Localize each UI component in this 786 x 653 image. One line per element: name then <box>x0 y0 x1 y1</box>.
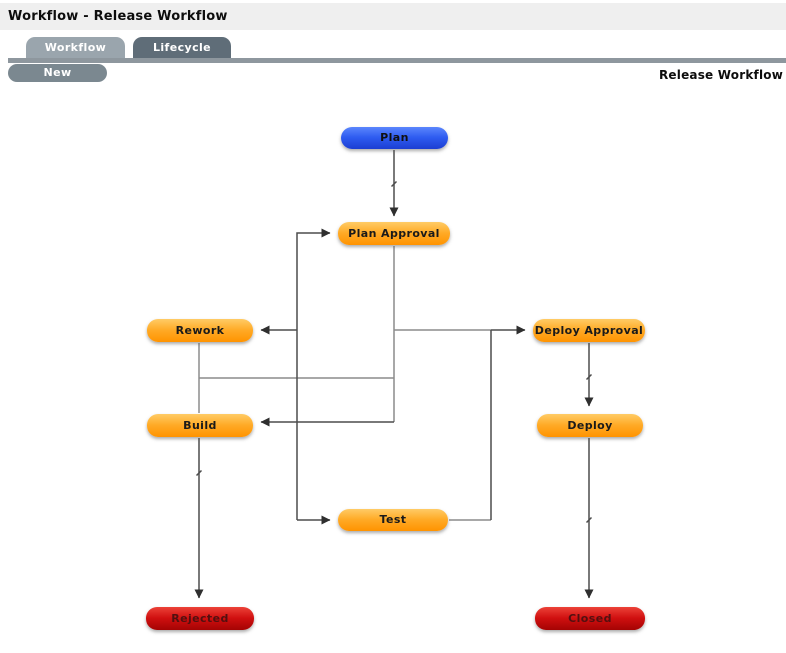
tab-lifecycle[interactable]: Lifecycle <box>133 37 231 58</box>
node-plan-approval[interactable]: Plan Approval <box>338 222 450 245</box>
node-label: Deploy Approval <box>534 323 644 337</box>
tab-workflow[interactable]: Workflow <box>26 37 125 58</box>
new-button[interactable]: New <box>8 64 107 82</box>
tab-divider-bar <box>8 58 786 63</box>
node-deploy[interactable]: Deploy <box>537 414 643 437</box>
page-title: Workflow - Release Workflow <box>8 9 228 24</box>
node-label: Rework <box>175 323 225 337</box>
connector <box>585 516 593 524</box>
node-closed[interactable]: Closed <box>535 607 645 630</box>
connector <box>296 228 331 520</box>
connector-layer <box>194 150 594 599</box>
node-label: Test <box>379 513 407 526</box>
node-plan[interactable]: Plan <box>341 127 448 149</box>
title-bar: Workflow - Release Workflow <box>0 3 786 30</box>
node-rejected[interactable]: Rejected <box>146 607 254 630</box>
node-rework[interactable]: Rework <box>147 319 253 342</box>
node-label: Plan <box>380 131 409 144</box>
node-build[interactable]: Build <box>147 414 253 437</box>
node-label: Rejected <box>171 611 229 625</box>
node-test[interactable]: Test <box>338 509 448 531</box>
node-deploy-approval[interactable]: Deploy Approval <box>533 319 645 342</box>
connector <box>390 180 398 188</box>
node-label: Closed <box>568 611 612 625</box>
node-label: Deploy <box>567 418 613 432</box>
node-label: Plan Approval <box>348 226 440 240</box>
workflow-name-label: Release Workflow <box>658 68 783 82</box>
node-label: Build <box>183 418 217 432</box>
connector <box>585 373 593 381</box>
connector <box>195 469 203 477</box>
